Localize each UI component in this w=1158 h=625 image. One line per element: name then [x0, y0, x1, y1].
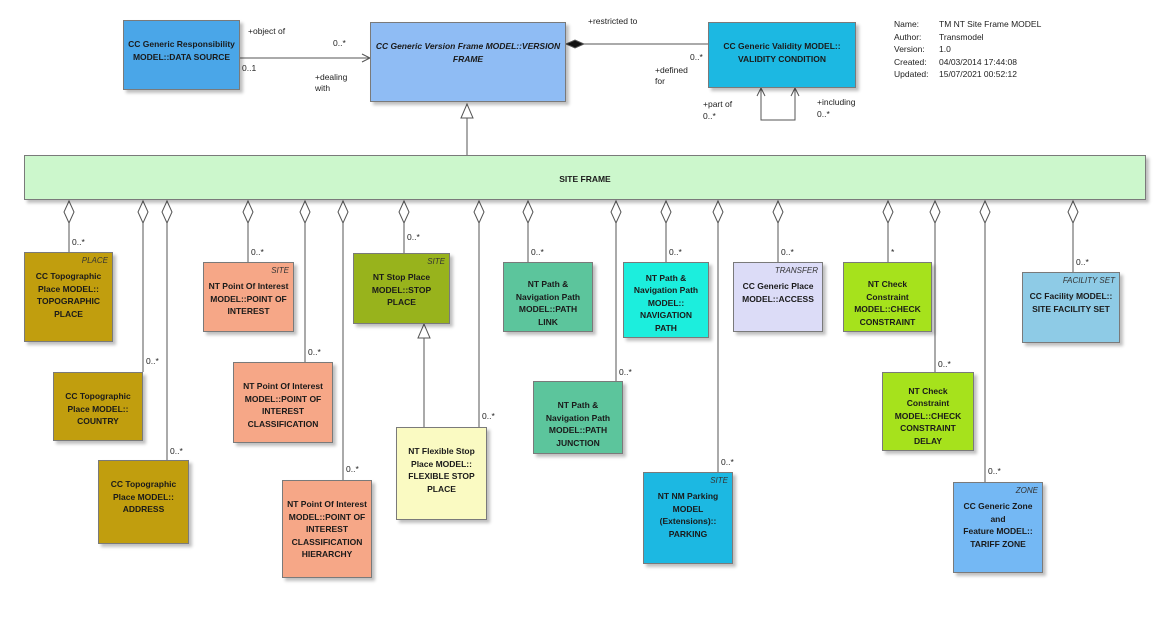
class-name: NT NM Parking MODEL (Extensions):: PARKI… [657, 491, 719, 539]
class-name: NT Point Of Interest MODEL::POINT OF INT… [243, 381, 323, 429]
multiplicity-label: 0..* [703, 111, 716, 121]
multiplicity-label: 0..* [72, 237, 85, 247]
multiplicity-label: 0..* [938, 359, 951, 369]
class-name: CC Generic Zone and Feature MODEL:: TARI… [963, 501, 1033, 549]
class-name: CC Generic Version Frame MODEL::VERSION … [375, 41, 561, 64]
generalization-triangle [460, 102, 474, 119]
metadata-row: Version:1.0 [894, 44, 951, 54]
class-name: NT Check Constraint MODEL::CHECK CONSTRA… [894, 385, 962, 446]
class-name: NT Flexible Stop Place MODEL:: FLEXIBLE … [408, 446, 475, 494]
stereotype-label: FACILITY SET [1062, 276, 1115, 285]
multiplicity-label: 0..* [817, 109, 830, 119]
class-box-check-constraint-delay[interactable]: NT Check Constraint MODEL::CHECK CONSTRA… [882, 372, 974, 451]
multiplicity-label: 0..* [308, 347, 321, 357]
self-association-line [760, 88, 796, 121]
multiplicity-label: 0..* [669, 247, 682, 257]
class-box-poi-classification-hierarchy[interactable]: NT Point Of Interest MODEL::POINT OF INT… [282, 480, 372, 578]
class-box-data-source[interactable]: CC Generic Responsibility MODEL::DATA SO… [123, 20, 240, 90]
class-box-path-link[interactable]: NT Path & Navigation Path MODEL::PATH LI… [503, 262, 593, 332]
class-box-poi-classification[interactable]: NT Point Of Interest MODEL::POINT OF INT… [233, 362, 333, 443]
multiplicity-label: 0..* [407, 232, 420, 242]
class-box-validity-condition[interactable]: CC Generic Validity MODEL:: VALIDITY CON… [708, 22, 856, 88]
class-name: CC Generic Validity MODEL:: VALIDITY CON… [723, 41, 841, 64]
class-box-navigation-path[interactable]: NT Path & Navigation Path MODEL:: NAVIGA… [623, 262, 709, 338]
multiplicity-label: 0..* [619, 367, 632, 377]
class-name: CC Generic Responsibility MODEL::DATA SO… [128, 39, 235, 62]
stereotype-label: TRANSFER [774, 266, 818, 275]
class-name: NT Path & Navigation Path MODEL::PATH LI… [515, 279, 581, 327]
multiplicity-label: 0..1 [242, 63, 257, 73]
metadata-row: Created:04/03/2014 17:44:08 [894, 56, 1017, 67]
class-name: NT Path & Navigation Path MODEL::PATH JU… [545, 400, 611, 448]
aggregation-lines [68, 223, 1074, 482]
class-name: CC Topographic Place MODEL:: ADDRESS [110, 479, 177, 514]
arrowhead [756, 86, 766, 97]
class-name: NT Path & Navigation Path MODEL:: NAVIGA… [633, 272, 699, 333]
multiplicity-label: 0..* [531, 247, 544, 257]
class-name: NT Point Of Interest MODEL::POINT OF INT… [287, 499, 367, 559]
multiplicity-label: * [891, 247, 895, 257]
stereotype-label: ZONE [1015, 486, 1038, 495]
metadata-row: Updated:15/07/2021 00:52:12 [894, 69, 1017, 79]
class-box-path-junction[interactable]: NT Path & Navigation Path MODEL::PATH JU… [533, 381, 623, 454]
multiplicity-label: 0..* [1076, 257, 1089, 267]
class-name: NT Point Of Interest MODEL::POINT OF INT… [208, 281, 289, 316]
multiplicity-label: 0..* [146, 356, 159, 366]
class-name: CC Topographic Place MODEL:: COUNTRY [65, 391, 131, 426]
multiplicity-label: 0..* [482, 411, 495, 421]
multiplicity-label: 0..* [346, 464, 359, 474]
role-label: +part of [703, 99, 733, 109]
class-box-country[interactable]: CC Topographic Place MODEL:: COUNTRY [53, 372, 143, 441]
class-name: NT Check Constraint MODEL::CHECK CONSTRA… [854, 279, 921, 327]
arrowhead [790, 86, 800, 97]
role-label: +including [817, 97, 856, 107]
class-box-flexible-stop-place[interactable]: NT Flexible Stop Place MODEL:: FLEXIBLE … [396, 427, 487, 520]
stereotype-label: SITE [710, 476, 728, 485]
aggregation-diamonds [63, 199, 1079, 225]
class-name: CC Generic Place MODEL::ACCESS [742, 281, 814, 304]
multiplicity-label: 0..* [781, 247, 794, 257]
role-label: +defined for [655, 65, 688, 86]
role-label: +restricted to [588, 16, 638, 26]
class-name: CC Facility MODEL:: SITE FACILITY SET [1029, 291, 1113, 314]
multiplicity-label: 0..* [333, 38, 346, 48]
multiplicity-label: 0..* [721, 457, 734, 467]
class-name: SITE FRAME [559, 174, 611, 184]
class-box-site-frame[interactable]: SITE FRAME [24, 155, 1146, 200]
class-name: NT Stop Place MODEL::STOP PLACE [371, 272, 432, 307]
role-label: +dealing with [315, 72, 348, 93]
stereotype-label: SITE [271, 266, 289, 275]
stereotype-label: PLACE [81, 256, 108, 265]
metadata-row: Author:Transmodel [894, 31, 984, 42]
multiplicity-label: 0..* [170, 446, 183, 456]
metadata-row: Name:TM NT Site Frame MODEL [894, 19, 1042, 29]
class-box-address[interactable]: CC Topographic Place MODEL:: ADDRESS [98, 460, 189, 544]
diagram-metadata: Name:TM NT Site Frame MODEL Author:Trans… [894, 18, 1041, 81]
stereotype-label: SITE [427, 257, 445, 266]
class-name: CC Topographic Place MODEL:: TOPOGRAPHIC… [35, 271, 102, 319]
multiplicity-label: 0..* [690, 52, 703, 62]
role-label: +object of [248, 26, 286, 36]
multiplicity-label: 0..* [988, 466, 1001, 476]
generalization-triangle [417, 322, 431, 339]
class-box-check-constraint[interactable]: NT Check Constraint MODEL::CHECK CONSTRA… [843, 262, 932, 332]
composition-diamond [564, 39, 586, 49]
class-box-version-frame[interactable]: CC Generic Version Frame MODEL::VERSION … [370, 22, 566, 102]
multiplicity-label: 0..* [251, 247, 264, 257]
